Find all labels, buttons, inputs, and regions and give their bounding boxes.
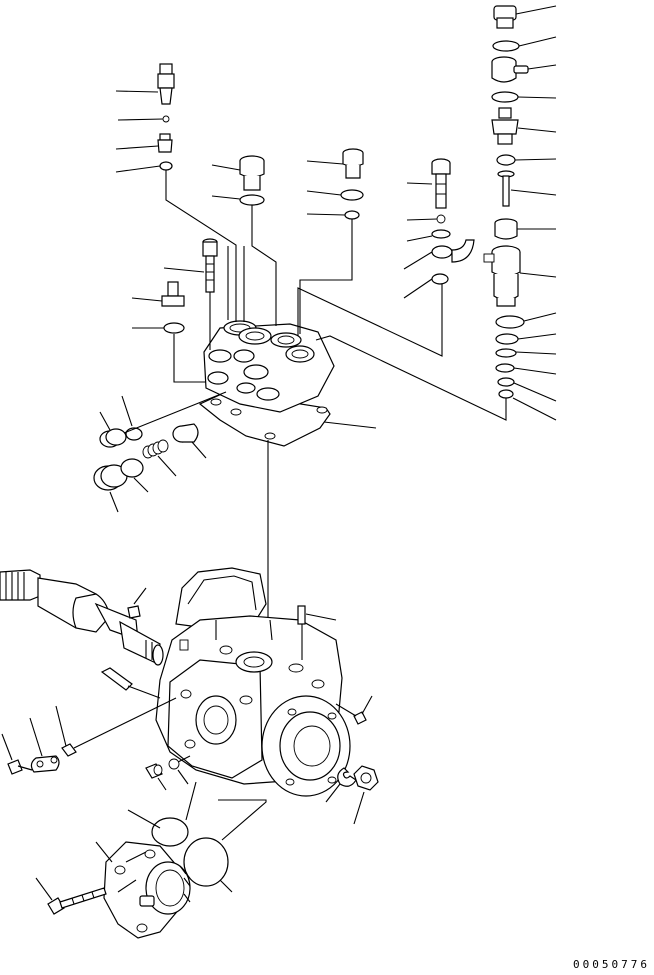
small-plug	[99, 428, 127, 448]
housing-leader	[323, 421, 377, 429]
feed-pump-cover	[103, 841, 191, 939]
dowel-pin	[297, 605, 306, 625]
fuel-fitting	[157, 63, 175, 105]
assembly-line	[73, 697, 177, 749]
assembly-lines-upper	[165, 170, 507, 700]
snap-ring	[337, 767, 357, 787]
inlet-fitting	[161, 281, 185, 307]
figure-code: 00050776	[573, 958, 650, 971]
pump-housing	[155, 567, 351, 797]
delivery-valve	[497, 170, 515, 207]
screw-leader	[361, 695, 373, 715]
gasket	[340, 189, 364, 201]
o-ring	[495, 333, 519, 345]
banjo-holder	[491, 56, 529, 83]
hex-bolt	[7, 759, 33, 775]
leader-lines-top	[115, 90, 438, 329]
gasket	[431, 229, 451, 239]
washer	[431, 273, 449, 285]
assembly-line	[185, 781, 197, 821]
washer	[496, 154, 516, 166]
top-plug	[493, 5, 517, 29]
drain-plug	[145, 763, 163, 779]
leader-lines-lower-left	[1, 705, 67, 761]
spring	[142, 439, 169, 459]
sleeve	[172, 423, 199, 443]
large-plug	[93, 464, 128, 491]
leader-lines-cover	[35, 841, 113, 901]
leader-lines-bottom	[127, 809, 233, 893]
pin-leader	[305, 613, 337, 621]
valve-holder	[491, 107, 519, 145]
leader-lines-right-lower	[325, 783, 365, 825]
washer	[344, 210, 360, 220]
gasket	[120, 458, 144, 478]
assembly-line	[218, 799, 267, 841]
o-ring	[497, 377, 515, 387]
o-ring	[498, 389, 514, 399]
assembly-line	[335, 703, 357, 717]
gasket	[239, 194, 265, 206]
washer	[159, 161, 173, 171]
o-ring	[125, 427, 143, 441]
woodruff-key	[127, 605, 141, 619]
washer	[168, 758, 180, 770]
adjust-pin	[61, 743, 77, 757]
banjo-bolt	[431, 158, 451, 209]
plug-bolt	[239, 155, 265, 191]
key-leader	[133, 587, 147, 605]
set-screw	[353, 711, 367, 725]
valve-body	[157, 133, 173, 153]
o-ring	[495, 348, 517, 358]
leader-lines-bottom-center	[157, 769, 189, 791]
o-ring	[495, 363, 515, 373]
assembly-line	[127, 685, 161, 699]
stop-bracket	[30, 755, 60, 773]
assembly-line	[177, 755, 191, 763]
leader-lines-left-mid	[99, 395, 207, 513]
banjo-fitting	[431, 239, 475, 263]
gasket	[491, 91, 519, 103]
o-ring	[495, 315, 525, 329]
cover-gasket-round	[183, 837, 229, 887]
cover-gasket-oval	[151, 817, 189, 847]
stud-pin	[100, 667, 133, 691]
right-part-stack	[483, 5, 529, 399]
gasket	[163, 322, 185, 334]
washer	[436, 214, 446, 224]
plunger-barrel	[483, 245, 521, 307]
drive-shaft	[0, 569, 164, 666]
o-ring	[492, 40, 520, 52]
ball	[162, 115, 170, 123]
cover-bolt	[47, 887, 107, 915]
mounting-bolt	[202, 238, 218, 293]
assembly-line	[123, 391, 227, 434]
plug-bolt	[342, 148, 364, 179]
leader-lines-right	[510, 5, 557, 421]
valve-housing	[198, 320, 335, 447]
drive-nut	[353, 765, 379, 791]
valve-seat	[494, 218, 518, 240]
